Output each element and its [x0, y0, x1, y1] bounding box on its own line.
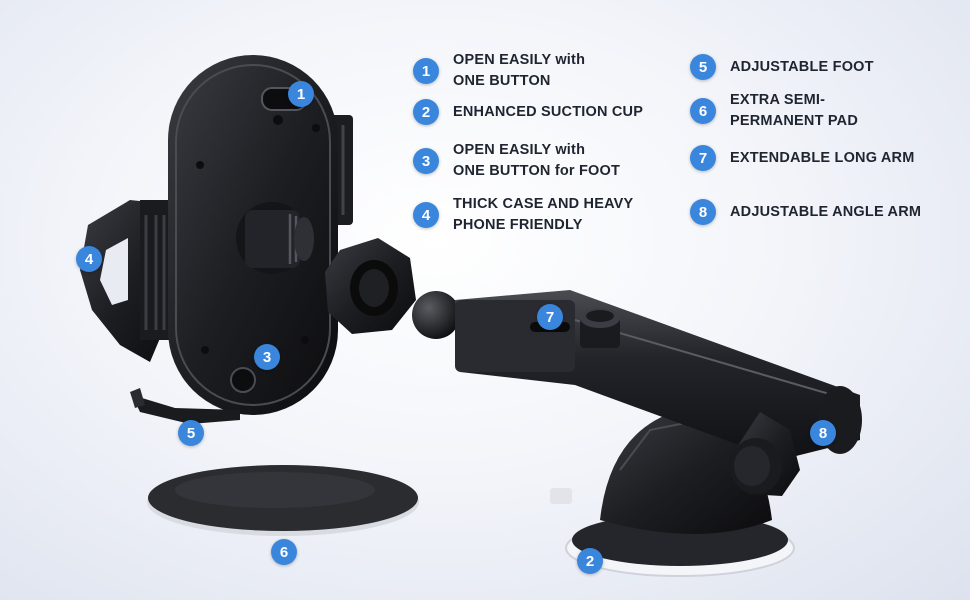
locking-nut	[325, 238, 416, 334]
callout-badge-4: 4	[76, 246, 102, 272]
feature-number-badge: 2	[413, 99, 439, 125]
feature-item-2: 2 ENHANCED SUCTION CUP	[413, 99, 643, 125]
feature-number-badge: 5	[690, 54, 716, 80]
feature-number-badge: 1	[413, 58, 439, 84]
callout-badge-7: 7	[537, 304, 563, 330]
feature-item-5: 5 ADJUSTABLE FOOT	[690, 54, 874, 80]
feature-number-badge: 4	[413, 202, 439, 228]
feature-label: EXTENDABLE LONG ARM	[730, 149, 915, 166]
angle-knob	[730, 412, 800, 496]
feature-label: ENHANCED SUCTION CUP	[453, 103, 644, 120]
callout-badge-5: 5	[178, 420, 204, 446]
callout-badge-6: 6	[271, 539, 297, 565]
feature-label: ADJUSTABLE ANGLE ARM	[730, 203, 922, 220]
feature-number-badge: 6	[690, 98, 716, 124]
arm-knob	[580, 308, 620, 348]
callout-badge-1: 1	[288, 81, 314, 107]
feature-item-8: 8 ADJUSTABLE ANGLE ARM	[690, 199, 921, 225]
feature-label: EXTRA SEMI-PERMANENT PAD	[730, 92, 859, 129]
feature-number-badge: 7	[690, 145, 716, 171]
feature-item-7: 7 EXTENDABLE LONG ARM	[690, 145, 915, 171]
ball-joint	[412, 291, 460, 339]
callout-badge-8: 8	[810, 420, 836, 446]
feature-item-6: 6 EXTRA SEMI-PERMANENT PAD	[690, 90, 858, 132]
feature-label: ADJUSTABLE FOOT	[730, 58, 874, 75]
callout-badge-2: 2	[577, 548, 603, 574]
semi-permanent-pad	[147, 465, 419, 536]
feature-number-badge: 8	[690, 199, 716, 225]
threaded-stem	[236, 202, 314, 274]
callout-badge-3: 3	[254, 344, 280, 370]
side-grip-arm	[80, 200, 178, 362]
feature-number-badge: 3	[413, 148, 439, 174]
